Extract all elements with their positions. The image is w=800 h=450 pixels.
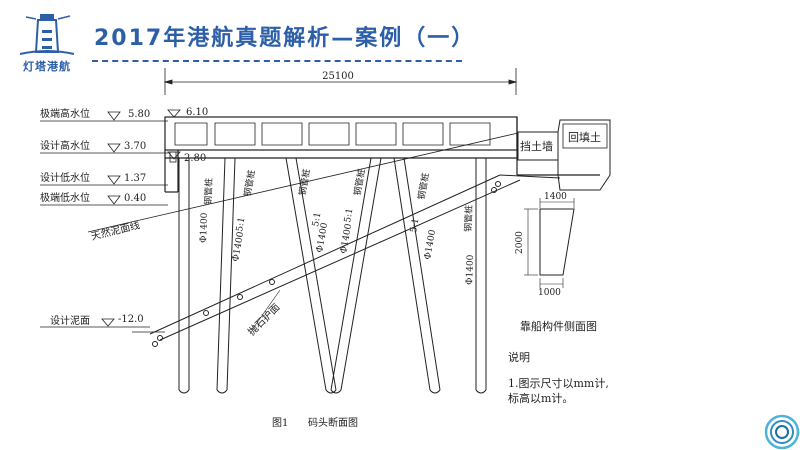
deck-bottom-elevation: 2.80 <box>184 153 206 164</box>
level-value-extreme-low: 0.40 <box>124 193 146 204</box>
level-value-design-high: 3.70 <box>124 141 146 152</box>
pile-batter-5: 5:1 <box>409 218 421 234</box>
pile-4 <box>330 157 382 394</box>
design-mudline-label: 设计泥面 <box>50 314 90 327</box>
pile-5 <box>393 157 441 394</box>
fender-bottom-label: 1000 <box>538 288 561 298</box>
pile-batter-4: 5:1 <box>343 208 355 224</box>
fender-title: 靠船构件侧面图 <box>520 319 597 333</box>
slide-header: 灯塔港航 2017年港航真题解析—案例（一） <box>0 0 800 73</box>
deck-top-elevation: 6.10 <box>186 107 208 118</box>
pile-1 <box>178 158 190 394</box>
figure-number: 图1 <box>272 417 288 429</box>
water-levels: 极端高水位 5.80 设计高水位 3.70 设计低水位 1.37 极端低水位 0… <box>40 107 150 204</box>
pile-label-6: 钢管桩 <box>462 205 475 232</box>
level-label-extreme-high: 极端高水位 <box>40 107 90 120</box>
pile-batter-2: 5:1 <box>235 217 247 233</box>
notes-block: 说明 1.图示尺寸以mm计, 标高以m计。 <box>508 350 609 405</box>
title-underline <box>92 60 462 62</box>
level-label-design-high: 设计高水位 <box>40 139 90 152</box>
swirl-logo-icon <box>764 414 800 450</box>
level-value-extreme-high: 5.80 <box>128 109 150 120</box>
pile-annotations: 钢管桩 Φ1400 钢管桩 5:1 Φ1400 钢管桩 5:1 Φ1400 钢管… <box>199 168 476 285</box>
fender-height-label: 2000 <box>515 231 525 254</box>
natural-mudline-label: 天然泥面线 <box>90 218 142 243</box>
level-value-design-low: 1.37 <box>124 173 146 184</box>
logo-text: 灯塔港航 <box>23 60 71 73</box>
natural-mudline <box>87 132 519 233</box>
level-symbols <box>40 111 168 206</box>
backfill-label: 回填土 <box>568 130 601 144</box>
pile-3 <box>285 157 337 394</box>
pile-dia-1: Φ1400 <box>199 212 210 243</box>
top-dimension <box>163 68 518 95</box>
notes-line-2: 标高以m计。 <box>508 391 573 405</box>
fender-side-view <box>524 198 575 288</box>
figure-caption: 码头断面图 <box>308 416 358 429</box>
pile-dia-2: Φ1400 <box>231 231 246 263</box>
pile-label-5: 钢管桩 <box>415 172 432 201</box>
pile-batter-3: 5:1 <box>311 212 323 228</box>
level-label-extreme-low: 极端低水位 <box>40 191 90 204</box>
page-title: 2017年港航真题解析—案例（一） <box>94 26 476 51</box>
pile-2 <box>216 157 236 394</box>
dimension-25100: 25100 <box>322 71 354 82</box>
design-mudline-elevation: -12.0 <box>118 314 144 325</box>
fender-width-label: 1400 <box>544 192 567 202</box>
riprap-leader <box>251 289 281 331</box>
notes-heading: 说明 <box>508 350 530 364</box>
level-label-design-low: 设计低水位 <box>40 171 90 184</box>
lighthouse-logo-icon <box>19 14 75 55</box>
pile-dia-5: Φ1400 <box>423 229 438 261</box>
pile-label-1: 钢管桩 <box>202 178 215 205</box>
pile-dia-4: Φ1400 <box>339 223 354 255</box>
riprap-label: 抛石护面 <box>245 301 282 338</box>
retaining-wall-label: 挡土墙 <box>520 139 553 153</box>
notes-line-1: 1.图示尺寸以mm计, <box>508 376 609 390</box>
design-mudline <box>40 318 165 333</box>
pile-6 <box>475 158 487 394</box>
pile-dia-6: Φ1400 <box>465 254 476 285</box>
steel-piles <box>178 157 487 394</box>
